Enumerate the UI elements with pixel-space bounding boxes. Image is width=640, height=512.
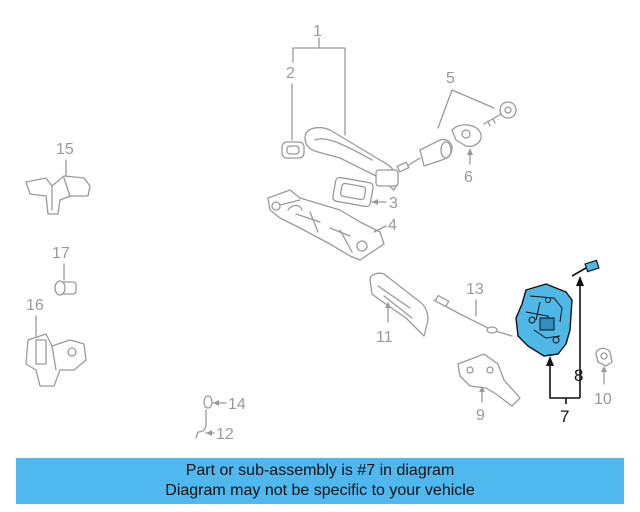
callout-3: 3 — [389, 195, 398, 212]
callout-10: 10 — [594, 391, 612, 408]
callout-1: 1 — [313, 23, 322, 40]
part-6-cover — [451, 124, 482, 147]
callout-1-leader — [292, 37, 346, 136]
part-4-handle-frame — [267, 189, 385, 261]
part-8-rod[interactable] — [571, 259, 600, 277]
part-17-bushing — [54, 280, 77, 296]
callout-13: 13 — [466, 281, 484, 298]
part-11-inside-handle — [369, 272, 429, 337]
callout-15: 15 — [56, 141, 74, 158]
callout-17: 17 — [52, 245, 70, 262]
part-9-striker — [457, 353, 521, 407]
callout-2: 2 — [286, 65, 295, 82]
callout-6: 6 — [464, 169, 473, 186]
part-5-key — [483, 101, 517, 127]
callout-12: 12 — [216, 426, 234, 443]
info-banner: Part or sub-assembly is #7 in diagram Di… — [16, 458, 624, 504]
callout-9: 9 — [476, 407, 485, 424]
part-16-hinge — [25, 333, 87, 387]
callout-5: 5 — [446, 70, 455, 87]
callout-16: 16 — [26, 297, 44, 314]
callout-8: 8 — [574, 366, 583, 385]
banner-line-2: Diagram may not be specific to your vehi… — [165, 482, 475, 499]
part-1-outside-handle — [304, 127, 399, 191]
callout-4-leader — [373, 225, 387, 233]
banner-line-1: Part or sub-assembly is #7 in diagram — [185, 462, 455, 479]
callout-5-leader — [437, 89, 495, 129]
callout-4: 4 — [388, 217, 397, 234]
callout-7: 7 — [560, 407, 569, 426]
callout-11: 11 — [376, 329, 393, 346]
part-13-cable — [433, 294, 513, 337]
part-10-bumper — [595, 347, 613, 367]
part-12-rod — [195, 409, 207, 439]
part-14-clip — [203, 395, 213, 409]
callout-14: 14 — [228, 396, 246, 413]
part-7-lock-actuator[interactable] — [515, 283, 573, 357]
part-15-bracket — [25, 175, 91, 215]
callout-7-leader — [546, 356, 580, 404]
callout-8-leader — [576, 276, 584, 398]
part-5-lock-cylinder — [396, 138, 453, 173]
part-2-gasket — [281, 141, 305, 159]
part-3-bezel — [332, 176, 374, 208]
